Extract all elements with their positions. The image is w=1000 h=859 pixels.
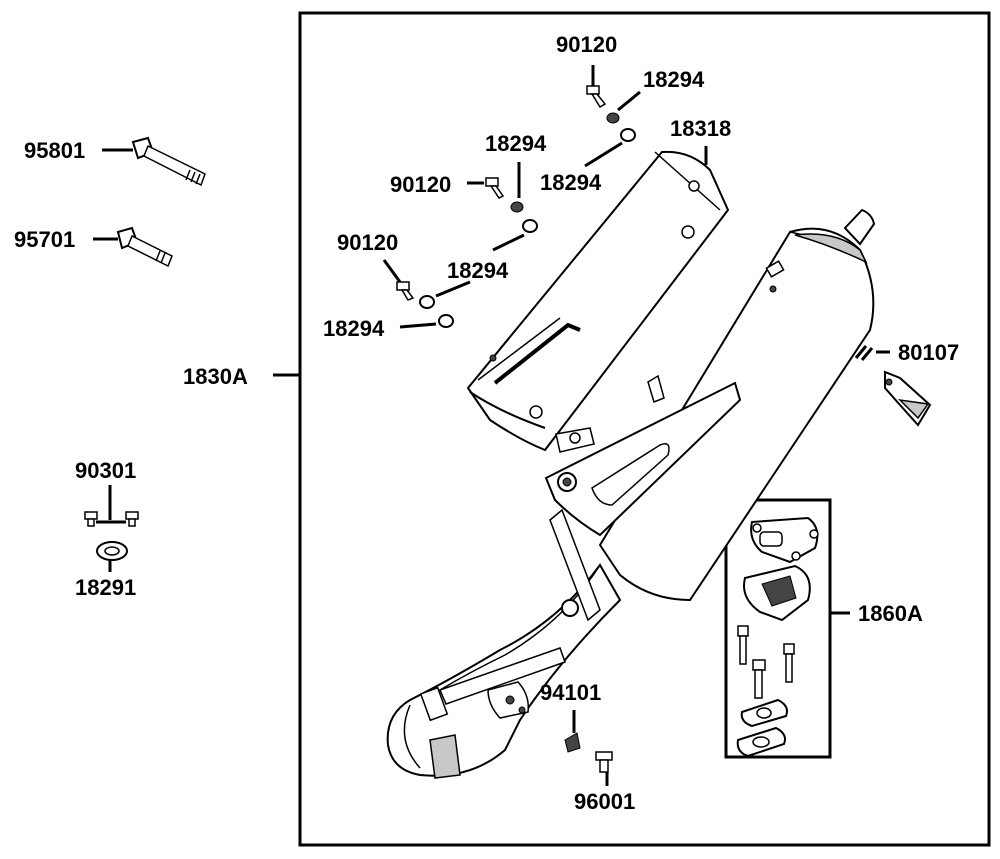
label-18294-mid: 18294 <box>540 170 602 195</box>
label-18318: 18318 <box>670 116 731 141</box>
nut-94101-icon <box>564 732 581 753</box>
bolt-95701-icon <box>116 226 173 268</box>
label-18294-lower: 18294 <box>447 258 509 283</box>
spring-80107-icon <box>854 345 874 361</box>
manifold-1860A-icon <box>750 516 819 564</box>
screw-90120-top-icon <box>586 85 607 109</box>
bolt-96001-icon <box>595 751 613 773</box>
clamp-80107-icon <box>884 370 932 427</box>
label-18294-bottom: 18294 <box>323 316 385 341</box>
bolt-95801-icon <box>131 136 206 187</box>
label-1860A: 1860A <box>858 601 923 626</box>
muffler-body-icon <box>598 208 876 602</box>
label-94101: 94101 <box>540 680 601 705</box>
header-pipe-icon <box>386 508 622 779</box>
label-90120-low: 90120 <box>337 230 398 255</box>
label-90120-top: 90120 <box>556 32 617 57</box>
gasket-18291-icon <box>96 541 128 561</box>
label-90301: 90301 <box>75 458 136 483</box>
washer-18294-lower-icon <box>522 219 538 233</box>
label-90120-mid: 90120 <box>390 172 451 197</box>
label-95801: 95801 <box>24 138 85 163</box>
screw-90301-icon <box>84 511 139 527</box>
washer-18294-top-icon <box>606 112 620 124</box>
screw-90120-low-icon <box>396 281 415 301</box>
gasket-1860A-lower-icon <box>736 726 786 758</box>
washer-18294-second-icon <box>620 128 636 142</box>
heat-shield-18318-icon <box>466 150 730 452</box>
label-18291: 18291 <box>75 575 136 600</box>
washer-18294-bottom-icon <box>438 314 454 328</box>
washer-18294-low-icon <box>419 295 435 309</box>
stud-bolts-1860A-icon <box>737 625 795 699</box>
label-1830A: 1830A <box>183 364 248 389</box>
flange-1860A-icon <box>743 564 811 622</box>
gasket-1860A-upper-icon <box>740 698 788 728</box>
label-80107: 80107 <box>898 340 959 365</box>
assembly-frame-1830A <box>298 11 991 847</box>
washer-18294-upper-left-icon <box>510 201 524 213</box>
muffler-bracket-icon <box>544 374 742 537</box>
label-95701: 95701 <box>14 227 75 252</box>
label-18294-upper-left: 18294 <box>485 131 547 156</box>
label-18294-top: 18294 <box>643 67 705 92</box>
assembly-frame-1860A <box>724 498 832 759</box>
screw-90120-mid-icon <box>485 177 505 199</box>
label-96001: 96001 <box>574 789 635 814</box>
